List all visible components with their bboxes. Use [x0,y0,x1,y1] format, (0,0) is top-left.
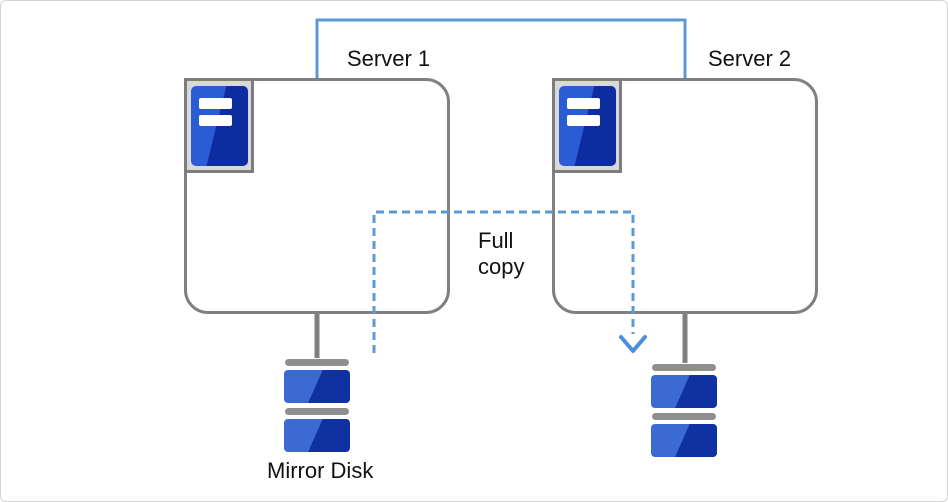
arrow-down-chevron-icon [619,335,647,353]
disk-cap-icon [652,364,716,371]
mirror-disk-right [651,364,717,457]
disk-cap-icon [652,413,716,420]
full-copy-label: Full copy [478,228,525,279]
disk-platter-icon [284,419,350,452]
disk-cap-icon [285,408,349,415]
mirror-disk-left [284,359,350,452]
server-drive-slot-icon [198,97,232,109]
server-drive-slot-icon [566,97,600,109]
server1-label: Server 1 [347,46,431,71]
disk-cap-icon [285,359,349,366]
server-tower-icon [190,85,248,166]
server-tower-icon [558,85,616,166]
mirror-disk-label: Mirror Disk [267,458,374,483]
server2-label: Server 2 [708,46,792,71]
disk-platter-icon [651,375,717,408]
disk-platter-icon [284,370,350,403]
server-drive-slot-icon [198,114,232,126]
server-drive-slot-icon [566,114,600,126]
server-icon [552,78,622,173]
disk-platter-icon [651,424,717,457]
server-icon [184,78,254,173]
